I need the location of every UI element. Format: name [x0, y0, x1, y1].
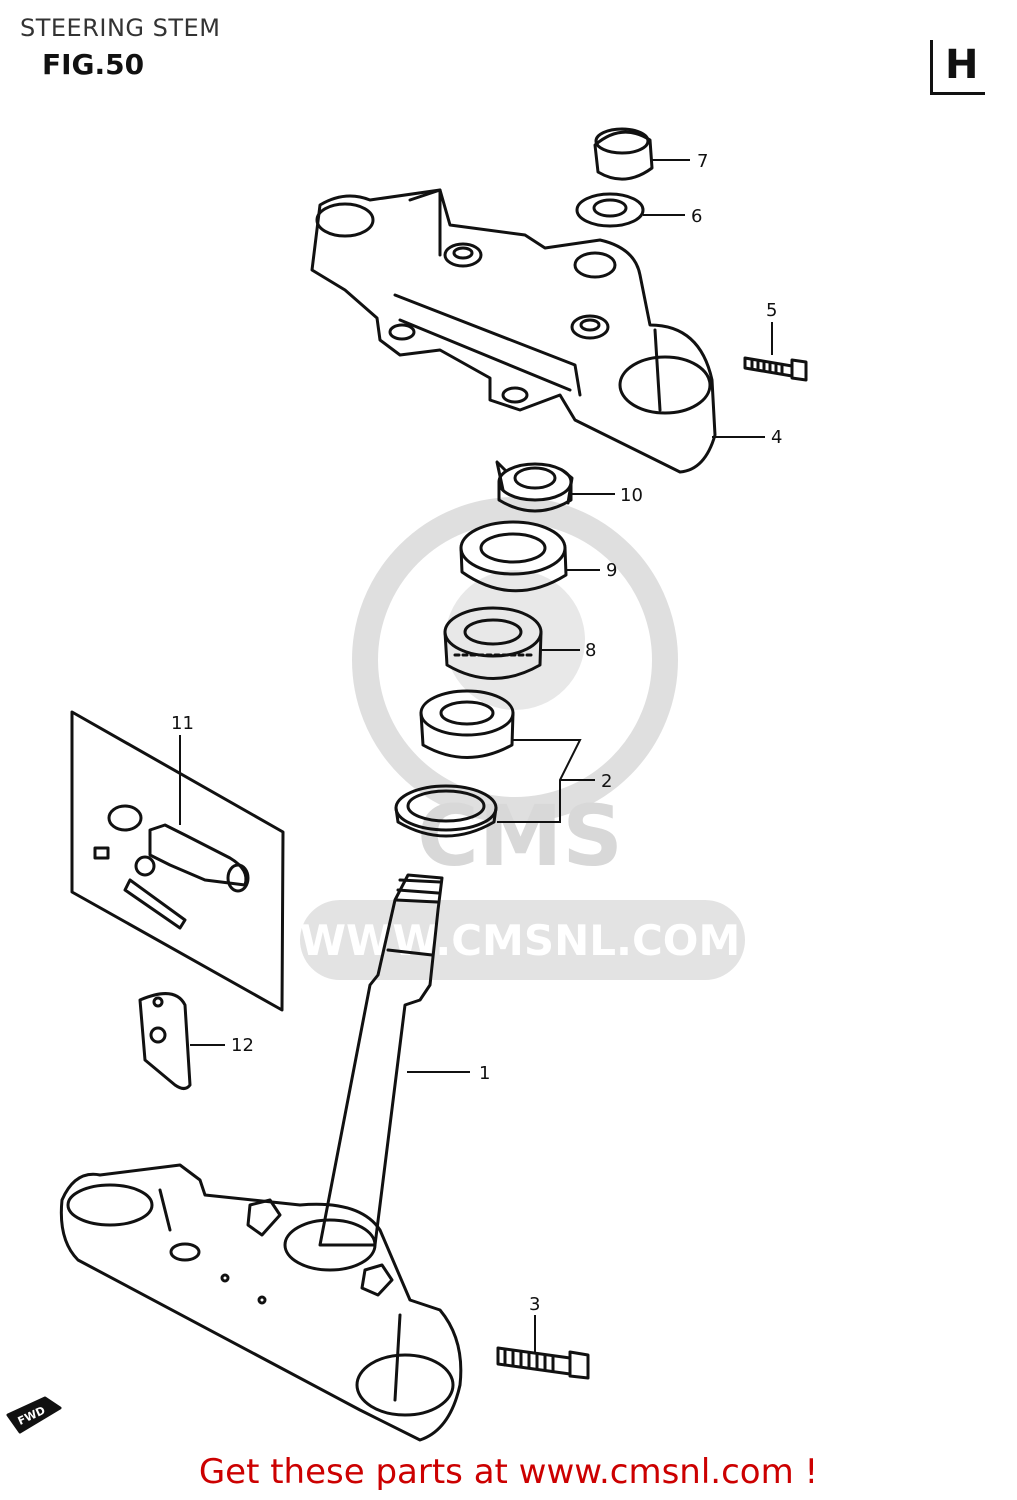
dust-seal: [459, 520, 568, 593]
steering-stem: [59, 873, 463, 1442]
watermark-logo-ring: [352, 497, 678, 823]
bolt-small: [743, 356, 808, 382]
callout-4: 4: [771, 427, 782, 448]
callout-2: 2: [601, 771, 612, 792]
footer-parts-link[interactable]: Get these parts at www.cmsnl.com !: [198, 1452, 819, 1492]
bearing-race-lower: [394, 784, 498, 838]
callout-8: 8: [585, 640, 596, 661]
watermark-url: WWW.CMSNL.COM: [300, 916, 741, 965]
lock-set-box: [70, 710, 285, 1012]
watermark: CMS WWW.CMSNL.COM: [300, 497, 745, 980]
callout-6: 6: [691, 206, 702, 227]
callout-9: 9: [606, 560, 617, 581]
figure-number: FIG.50: [42, 48, 145, 81]
callout-10: 10: [620, 485, 643, 506]
upper-bracket: [310, 188, 717, 474]
section-badge: H: [930, 40, 985, 95]
page-title: STEERING STEM: [20, 14, 221, 42]
callout-11: 11: [171, 713, 194, 734]
upper-bearing: [443, 606, 543, 680]
lock-nut: [495, 460, 574, 513]
washer: [575, 192, 645, 228]
callout-1: 1: [479, 1063, 490, 1084]
bolt-large: [496, 1346, 590, 1380]
cap-nut: [593, 127, 654, 181]
callout-12: 12: [231, 1035, 254, 1056]
cover-plate: [138, 992, 192, 1090]
callout-3: 3: [529, 1294, 540, 1315]
watermark-banner: [300, 900, 745, 980]
section-letter: H: [945, 42, 979, 88]
callout-5: 5: [766, 300, 777, 321]
forward-direction-tag: [6, 1396, 62, 1434]
callout-7: 7: [697, 151, 708, 172]
bearing-race-upper: [419, 689, 515, 759]
